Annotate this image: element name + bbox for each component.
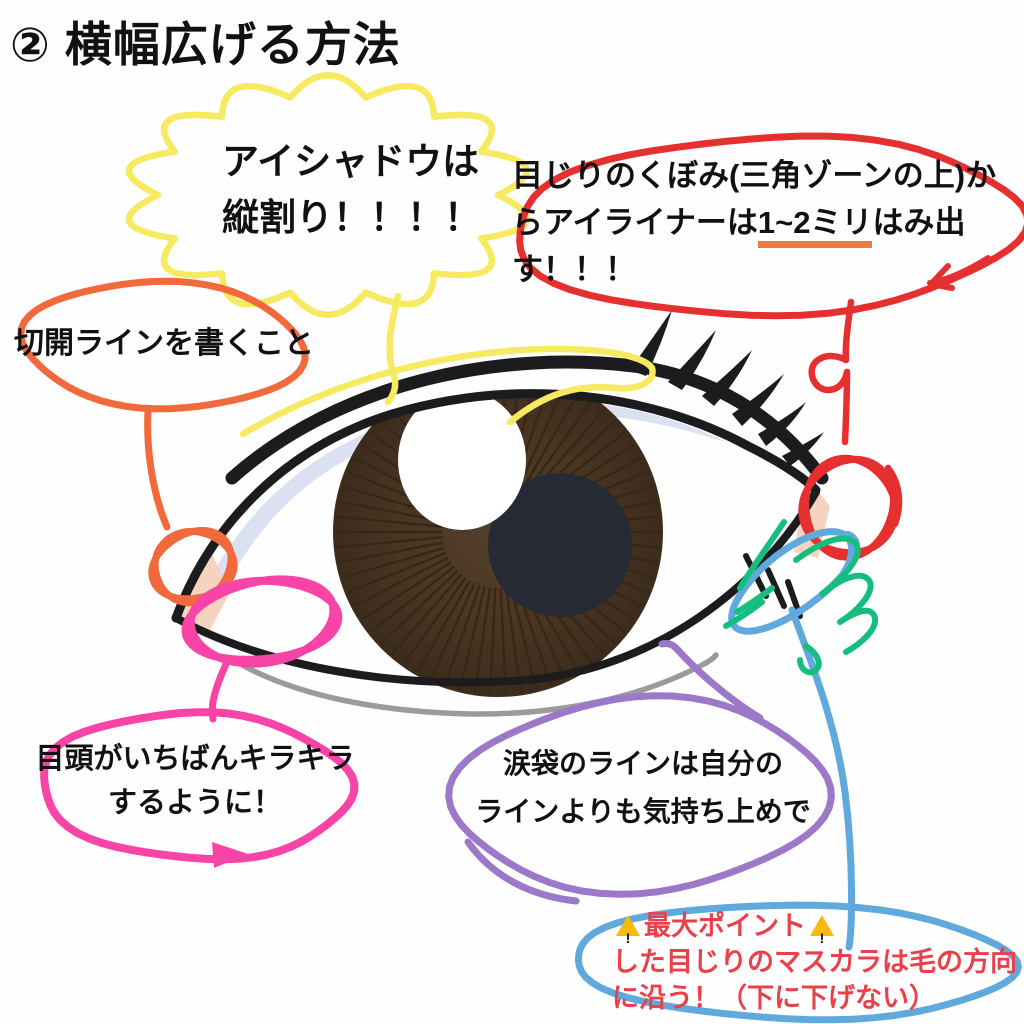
annotation-tear-bag-text: 涙袋のラインは自分の ラインよりも気持ち上めで (468, 740, 818, 836)
tear-bag-line2: ラインよりも気持ち上めで (475, 796, 811, 827)
eyeshadow-line1: アイシャドウは (222, 141, 480, 182)
eyelid-shading (200, 399, 730, 604)
incision-annotation-scribble (17, 277, 309, 607)
upper-lid-line (171, 389, 821, 623)
eyeliner-bubble-arrow (927, 255, 991, 291)
eyeshadow-annotation-scribble (125, 72, 656, 438)
annotation-eyeshadow-text: アイシャドウは 縦割り！！！！ (222, 134, 481, 246)
inner-corner-orange-circle (148, 527, 238, 607)
warning-icon (810, 915, 834, 937)
eyeliner-connector-squiggle (808, 298, 855, 446)
inner-corner-pink-oval (181, 575, 343, 668)
eyelid-crease-line (225, 355, 829, 485)
tear-bag-annotation-scribble (445, 640, 835, 905)
inner-corner-line1: 目頭がいちばんキラキラ (35, 743, 355, 775)
inner-corner-annotation-scribble (40, 575, 359, 868)
lash-direction-green-scribbles (723, 519, 879, 676)
eyeshadow-lid-trace (239, 345, 656, 438)
tear-bag-branch-line (658, 640, 764, 722)
mascara-line2: した目じりのマスカラは毛の方向 (612, 947, 1017, 977)
pupil (488, 473, 632, 617)
annotation-inner-corner-text: 目頭がいちばんキラキラ するように！ (30, 737, 360, 825)
annotation-eyeliner-text: 目じりのくぼみ(三角ゾーンの上)からアイライナーは1~2ミリはみ出す！！！ (512, 152, 1017, 293)
mascara-line3: に沿う！（下に下げない） (612, 983, 936, 1013)
tear-bag-line (241, 652, 719, 717)
tear-bag-line1: 涙袋のラインは自分の (502, 748, 783, 779)
tear-bag-bubble-overshoot (464, 838, 580, 905)
upper-lashes (630, 310, 824, 466)
annotation-mascara-text: 最大ポイント した目じりのマスカラは毛の方向 に沿う！（下に下げない） (612, 908, 1017, 1016)
eyeliner-line1: 目じりのくぼみ(三角ゾーンの上 (512, 158, 955, 193)
inner-corner-line2: するように！ (107, 787, 282, 819)
eyeliner-line2-post: はみ (872, 205, 935, 240)
outer-corner-red-tail (884, 464, 903, 528)
mascara-heading: 最大ポイント (612, 908, 1017, 944)
eyeliner-line3: 出す！！！ (512, 205, 966, 287)
eyeliner-underlined-value: 1~2ミリ (757, 205, 873, 248)
incision-bubble-outline (17, 277, 309, 413)
eyeliner-annotation-scribble (516, 132, 1024, 561)
eyeshadow-line2: 縦割り！！！！ (222, 197, 481, 238)
outer-corner-red-circle (798, 454, 899, 561)
inner-corner-bubble-outline (40, 708, 359, 864)
iris-group (333, 393, 663, 697)
warning-icon (616, 915, 640, 937)
annotation-incision-text: 切開ラインを書くこと (14, 327, 314, 360)
eyeliner-line2-pre: )からアイライナーは (512, 158, 997, 240)
mascara-bubble-outline (574, 901, 1022, 1024)
eyeshadow-connector-line (384, 292, 402, 406)
inner-corner-bubble-arrowhead (212, 842, 248, 868)
eyeshadow-bubble-outline (125, 72, 531, 318)
mascara-connector-line (788, 606, 856, 951)
incision-connector-line (144, 406, 171, 531)
page-title: ② 横幅広げる方法 (10, 18, 401, 71)
eye-highlight (398, 393, 526, 530)
lower-lash-2 (765, 567, 787, 609)
